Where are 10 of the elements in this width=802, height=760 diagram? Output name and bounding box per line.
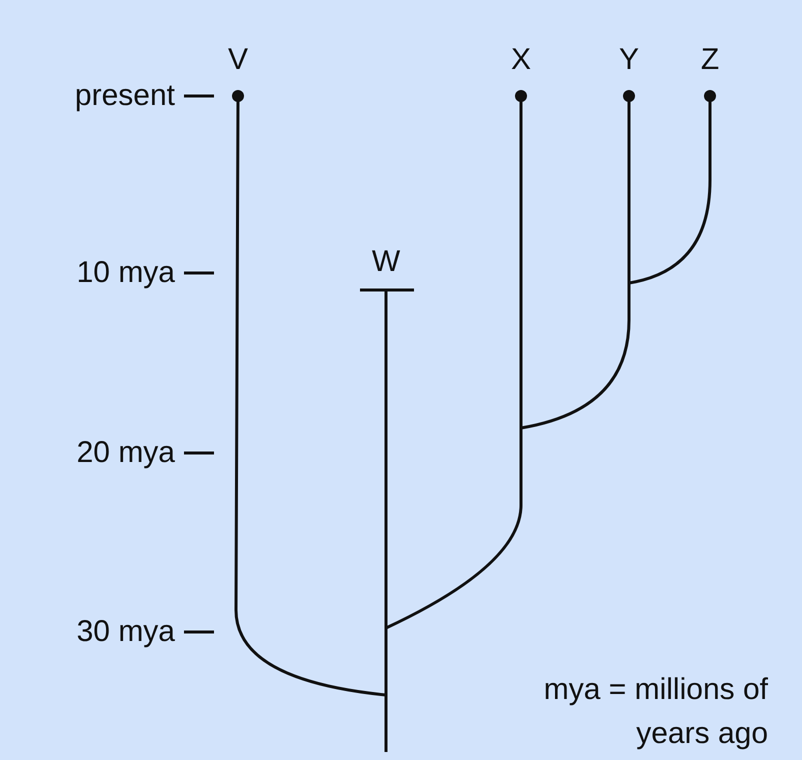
tree-label: 10 mya	[76, 255, 175, 291]
tree-label: 20 mya	[76, 435, 175, 471]
tree-label: present	[74, 78, 175, 114]
tree-label: 30 mya	[76, 614, 175, 650]
tree-label: W	[372, 244, 400, 280]
tree-label: Y	[619, 42, 639, 78]
legend-note: mya = millions of years ago	[542, 672, 768, 752]
tree-label: X	[511, 42, 531, 78]
tree-label: V	[228, 42, 248, 78]
tree-label: Z	[700, 42, 720, 78]
